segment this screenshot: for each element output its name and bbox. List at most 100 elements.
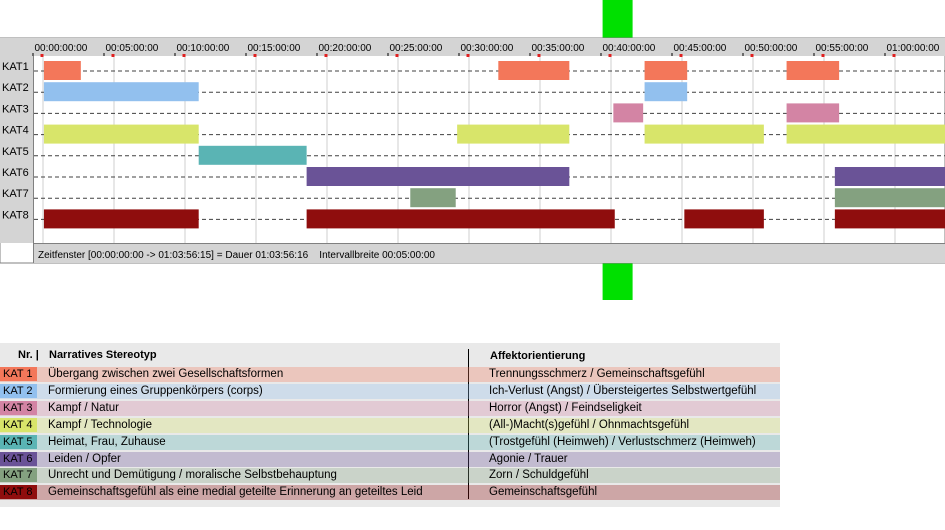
segment-bar <box>306 167 570 186</box>
tick-label: 00:15:00:00 <box>248 43 301 54</box>
tick-dot <box>750 54 754 57</box>
segment-bar <box>457 124 570 144</box>
legend-stereotyp: Kampf / Technologie <box>48 418 152 431</box>
legend-color-badge: KAT 8 <box>0 485 37 500</box>
segment-bar <box>613 103 644 123</box>
category-label: KAT7 <box>2 188 29 200</box>
label-column <box>0 56 33 243</box>
legend-header-stereotyp: Narratives Stereotyp <box>49 349 157 361</box>
legend-stereotyp: Leiden / Opfer <box>48 452 121 465</box>
legend-header-affekt: Affektorientierung <box>490 350 586 362</box>
legend-row-tint <box>0 451 780 467</box>
legend-color-badge: KAT 3 <box>0 400 37 415</box>
legend-row: KAT 7 Unrecht und Demütigung / moralische… <box>0 467 780 484</box>
playhead-marker[interactable] <box>602 0 633 300</box>
tick-label: 00:00:00:00 <box>35 43 88 54</box>
tick-dot <box>40 54 44 57</box>
tick-label: 00:30:00:00 <box>461 43 514 54</box>
segment-bar <box>306 209 615 229</box>
legend-color-badge: KAT 7 <box>0 468 37 483</box>
tick-dot <box>892 54 896 57</box>
category-label: KAT2 <box>2 82 29 94</box>
segments <box>43 61 945 229</box>
legend-affekt: Trennungsschmerz / Gemeinschaftsgefühl <box>489 368 705 380</box>
tick-label: 00:40:00:00 <box>603 43 656 54</box>
legend-stereotyp: Gemeinschaftsgefühl als eine medial gete… <box>48 486 423 499</box>
legend-row: KAT 3 Kampf / Natur Horror (Angst) / Feind… <box>0 400 780 416</box>
legend-row-tint <box>0 367 780 382</box>
tick-label: 00:20:00:00 <box>319 43 372 54</box>
legend-row-tint <box>0 383 780 399</box>
category-label: KAT6 <box>2 167 29 179</box>
legend-table: Nr. | Narratives Stereotyp Affektorienti… <box>0 343 780 507</box>
legend-header-nr: Nr. | <box>18 349 39 361</box>
legend-affekt: Zorn / Schuldgefühl <box>489 469 589 482</box>
tick-dot <box>821 54 825 57</box>
tick-dot <box>466 54 470 57</box>
category-label: KAT3 <box>2 103 29 115</box>
legend-row-tint <box>0 417 780 433</box>
segment-bar <box>644 61 688 80</box>
segment-bar <box>834 209 945 229</box>
legend-row-tint <box>0 400 780 416</box>
tick-dot <box>182 54 186 57</box>
tick-label: 00:05:00:00 <box>106 43 159 54</box>
segment-bar <box>498 61 570 80</box>
legend-row-tint <box>0 468 780 484</box>
legend-stereotyp: Unrecht und Demütigung / moralische Selb… <box>48 469 337 482</box>
legend-color-badge: KAT 5 <box>0 434 37 449</box>
legend-affekt: Ich-Verlust (Angst) / Übersteigertes Sel… <box>489 384 757 397</box>
segment-bar <box>684 209 764 229</box>
status-text: Zeitfenster [00:00:00:00 -> 01:03:56:15]… <box>38 250 435 261</box>
tick-dot <box>679 54 683 57</box>
legend-row-tint <box>0 485 780 501</box>
ruler-background <box>0 38 945 56</box>
segment-bar <box>834 188 945 208</box>
legend-stereotyp: Formierung eines Gruppenkörpers (corps) <box>48 384 263 397</box>
tick-label: 00:35:00:00 <box>532 43 585 54</box>
tick-label: 01:00:00:00 <box>887 43 940 54</box>
legend-stereotyp: Kampf / Natur <box>48 401 119 414</box>
category-label: KAT5 <box>2 146 29 158</box>
legend-color-badge: KAT 1 <box>0 367 37 381</box>
segment-bar <box>43 82 199 102</box>
segment-bar <box>786 61 840 80</box>
tick-label: 00:55:00:00 <box>816 43 869 54</box>
legend-affekt: (All-)Macht(s)gefühl / Ohnmachtsgefühl <box>489 418 690 431</box>
tick-dot <box>253 54 257 57</box>
legend-row: KAT 1 Übergang zwischen zwei Gesellschaft… <box>0 366 780 382</box>
segment-bar <box>786 103 840 123</box>
category-label: KAT1 <box>2 61 29 73</box>
segment-bar <box>410 188 456 208</box>
segment-bar <box>644 124 764 144</box>
legend-affekt: Horror (Angst) / Feindseligkeit <box>489 401 642 414</box>
tick-label: 00:25:00:00 <box>390 43 443 54</box>
tick-dot <box>395 54 399 57</box>
segment-bar <box>834 167 945 186</box>
marker-top[interactable] <box>602 0 633 38</box>
legend-affekt: Agonie / Trauer <box>489 452 568 465</box>
tick-dot <box>111 54 115 57</box>
segment-bar <box>198 145 307 165</box>
legend-color-badge: KAT 2 <box>0 383 37 398</box>
legend-row: KAT 2 Formierung eines Gruppenkörpers (co… <box>0 383 780 399</box>
legend-stereotyp: Heimat, Frau, Zuhause <box>48 435 166 448</box>
legend-row-tint <box>0 434 780 450</box>
tick-dot <box>608 54 612 57</box>
legend-column-divider <box>468 349 469 499</box>
category-label: KAT4 <box>2 125 29 137</box>
tick-label: 00:45:00:00 <box>674 43 727 54</box>
marker-bottom[interactable] <box>602 263 633 300</box>
legend-stereotyp: Übergang zwischen zwei Gesellschaftsform… <box>48 368 284 380</box>
segment-bar <box>43 61 81 80</box>
tick-label: 00:50:00:00 <box>745 43 798 54</box>
tick-dot <box>324 54 328 57</box>
segment-bar <box>43 209 199 229</box>
legend-row: KAT 8 Gemeinschaftsgefühl als eine medial… <box>0 484 780 501</box>
